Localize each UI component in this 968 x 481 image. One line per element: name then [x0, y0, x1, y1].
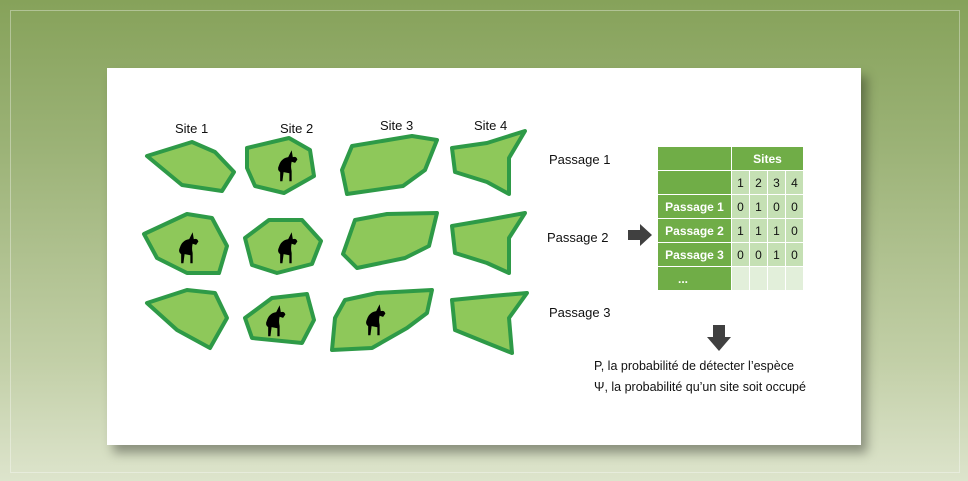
table-cell	[767, 266, 786, 291]
table-row: Passage 3 0 0 1 0	[657, 242, 804, 267]
site-patches	[142, 129, 529, 355]
site-2-passage-3-patch	[243, 292, 316, 345]
table-col-header: 4	[785, 170, 804, 195]
table-row: Passage 2 1 1 1 0	[657, 218, 804, 243]
table-corner	[657, 146, 732, 171]
site-4-passage-1-patch	[450, 129, 527, 196]
table-cell: 0	[767, 194, 786, 219]
site-label-3: Site 3	[380, 118, 414, 133]
site-3-passage-1-patch	[340, 134, 439, 196]
site-4-passage-2-patch	[450, 211, 527, 275]
caption-probability-detection: P, la probabilité de détecter l’espèce	[594, 359, 794, 373]
site-1-passage-1-patch	[145, 140, 236, 193]
passage-label-1: Passage 1	[549, 152, 611, 167]
table-cell: 1	[749, 218, 768, 243]
table-col-header: 3	[767, 170, 786, 195]
background-frame	[10, 10, 960, 473]
table-cell: 1	[731, 218, 750, 243]
caption-probability-occupancy: Ψ, la probabilité qu’un site soit occupé	[594, 380, 806, 394]
table-col-header: 2	[749, 170, 768, 195]
table-cell	[785, 266, 804, 291]
table-row: Passage 1 0 1 0 0	[657, 194, 804, 219]
site-3-passage-3-patch	[330, 288, 434, 352]
table-cell	[749, 266, 768, 291]
table-cell: 0	[749, 242, 768, 267]
table-cell: 1	[767, 218, 786, 243]
table-cell: 1	[749, 194, 768, 219]
site-1-passage-3-patch	[145, 288, 229, 350]
arrow-down-icon	[707, 325, 731, 351]
table-header-sites: Sites	[731, 146, 804, 171]
site-3-passage-2-patch	[341, 211, 439, 270]
table-row-label: Passage 1	[657, 194, 732, 219]
diagram-card: Site 1 Site 2 Site 3 Site 4 Passage 1 Pa…	[107, 68, 861, 445]
table-row-label: Passage 3	[657, 242, 732, 267]
arrow-right-icon	[628, 224, 652, 246]
table-cell: 0	[785, 242, 804, 267]
table-cell: 0	[731, 194, 750, 219]
table-cell: 1	[767, 242, 786, 267]
table-row-label: Passage 2	[657, 218, 732, 243]
table-row: ...	[657, 266, 804, 291]
detection-table: Sites 1 2 3 4 Passage 1 0 1 0 0 Passage …	[657, 146, 804, 291]
site-label-2: Site 2	[280, 121, 314, 136]
table-col-header: 1	[731, 170, 750, 195]
table-row-label: ...	[657, 266, 732, 291]
table-corner-2	[657, 170, 732, 195]
table-cell	[731, 266, 750, 291]
site-4-passage-3-patch	[450, 291, 529, 355]
table-cell: 0	[731, 242, 750, 267]
site-label-1: Site 1	[175, 121, 209, 136]
passage-label-2: Passage 2	[547, 230, 609, 245]
table-cell: 0	[785, 194, 804, 219]
passage-label-3: Passage 3	[549, 305, 611, 320]
site-label-4: Site 4	[474, 118, 508, 133]
table-cell: 0	[785, 218, 804, 243]
